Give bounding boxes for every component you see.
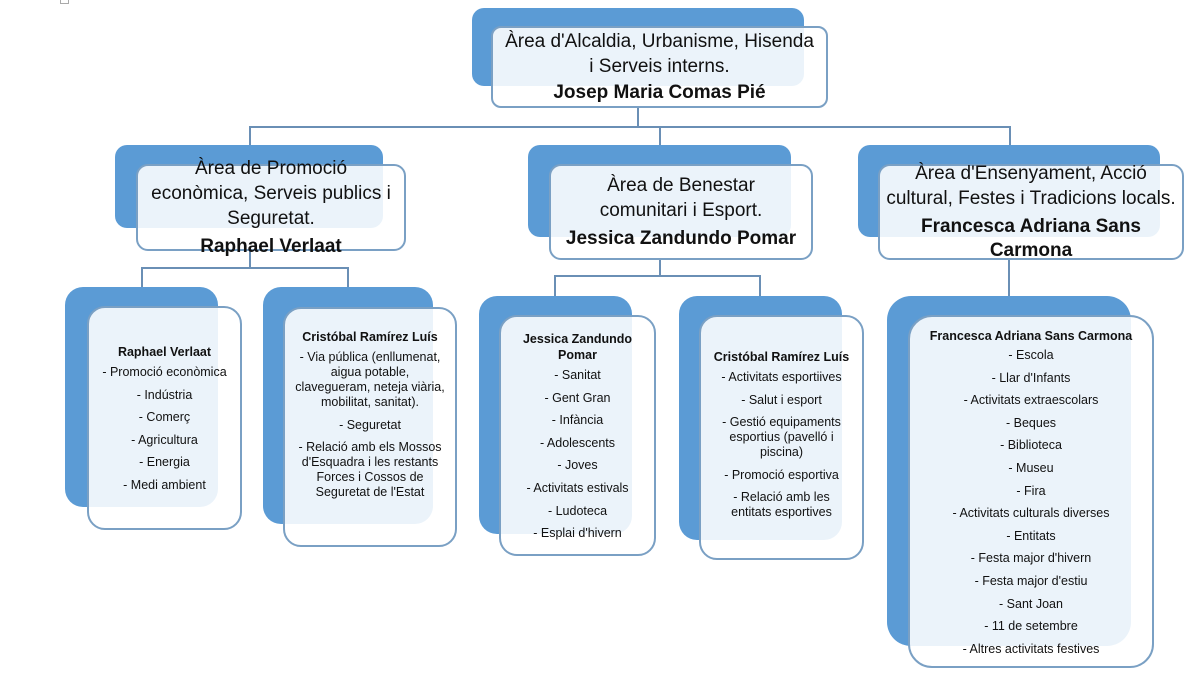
- list-item: - Gent Gran: [544, 390, 611, 405]
- list-item: - Promoció esportiva: [724, 467, 839, 482]
- list-item: - Esplai d'hivern: [533, 526, 622, 541]
- list-item: - Joves: [557, 458, 598, 473]
- connector-area2-bar: [554, 275, 761, 277]
- list-item: - Activitats extraescolars: [963, 393, 1099, 408]
- area-1-title: Àrea de Promoció econòmica, Serveis publ…: [151, 158, 391, 229]
- list-item: - Indústria: [136, 387, 193, 402]
- list-item: - Seguretat: [339, 417, 401, 432]
- list-item: - Festa major d'hivern: [970, 551, 1092, 566]
- list-item: - Festa major d'estiu: [974, 573, 1088, 588]
- list-item: - Activitats esportiives: [721, 370, 842, 384]
- list-item: - Escola: [1008, 348, 1054, 362]
- list-item: - Relació amb els Mossos d'Esquadra i le…: [298, 440, 442, 500]
- list-item: - Altres activitats festives: [962, 641, 1100, 656]
- connector-area1-bar: [141, 267, 349, 269]
- list-item: - Beques: [1005, 415, 1057, 430]
- connector-area3-down: [1008, 260, 1010, 296]
- list-item: - Llar d'Infants: [991, 370, 1071, 385]
- leaf-2a-card: Jessica Zandundo Pomar - Sanitat - Gent …: [499, 315, 656, 556]
- list-item: - 11 de setembre: [984, 619, 1078, 634]
- area-3-card: Àrea d'Ensenyament, Acció cultural, Fest…: [878, 163, 1184, 261]
- connector-level1-bar: [249, 126, 1010, 128]
- root-name: Josep Maria Comas Pié: [553, 82, 766, 103]
- connector-leaf2b-up: [759, 275, 761, 297]
- connector-root-down: [637, 107, 639, 127]
- root-title: Àrea d'Alcaldia, Urbanisme, Hisenda i Se…: [505, 31, 814, 77]
- area-1-name: Raphael Verlaat: [200, 236, 342, 257]
- area-2-card: Àrea de Benestar comunitari i Esport. Je…: [549, 164, 813, 260]
- connector-area3-up: [1009, 126, 1011, 146]
- connector-area1-up: [249, 126, 251, 146]
- placeholder-glyph-icon: [60, 0, 69, 4]
- connector-area2-down: [659, 260, 661, 276]
- leaf-2a-name: Jessica Zandundo Pomar: [522, 332, 633, 362]
- area-3-name: Francesca Adriana Sans Carmona: [920, 216, 1141, 261]
- root-node-card: Àrea d'Alcaldia, Urbanisme, Hisenda i Se…: [491, 26, 828, 108]
- list-item: - Salut i esport: [741, 392, 822, 407]
- leaf-1a-list: - Promoció econòmica - Indústria - Comer…: [102, 365, 226, 501]
- list-item: - Fira: [1016, 483, 1046, 498]
- list-item: - Promoció econòmica: [102, 365, 227, 379]
- leaf-2b-name: Cristóbal Ramírez Luís: [713, 350, 850, 364]
- list-item: - Biblioteca: [1000, 438, 1062, 453]
- leaf-3-name: Francesca Adriana Sans Carmona: [929, 329, 1133, 343]
- leaf-1b-list: - Via pública (enllumenat, aigua potable…: [293, 350, 447, 508]
- area-2-title: Àrea de Benestar comunitari i Esport.: [599, 175, 763, 221]
- area-1-card: Àrea de Promoció econòmica, Serveis publ…: [136, 158, 406, 257]
- list-item: - Adolescents: [539, 435, 616, 450]
- connector-leaf1a-up: [141, 267, 143, 288]
- leaf-1a-name: Raphael Verlaat: [117, 345, 212, 359]
- list-item: - Ludoteca: [547, 503, 608, 518]
- connector-area2-up: [659, 126, 661, 146]
- leaf-1a-card: Raphael Verlaat - Promoció econòmica - I…: [87, 306, 242, 530]
- leaf-3-list: - Escola - Llar d'Infants - Activitats e…: [953, 348, 1110, 664]
- list-item: - Sant Joan: [999, 596, 1063, 611]
- area-2-name: Jessica Zandundo Pomar: [565, 228, 797, 249]
- list-item: - Entitats: [1006, 528, 1056, 543]
- list-item: - Via pública (enllumenat, aigua potable…: [295, 350, 445, 409]
- list-item: - Activitats estivals: [526, 480, 629, 495]
- list-item: - Sanitat: [554, 368, 601, 382]
- list-item: - Infància: [551, 413, 604, 428]
- list-item: - Activitats culturals diverses: [952, 506, 1110, 521]
- list-item: - Agricultura: [131, 432, 198, 447]
- list-item: - Gestió equipaments esportius (pavelló …: [722, 415, 841, 460]
- leaf-3-card: Francesca Adriana Sans Carmona - Escola …: [908, 315, 1154, 668]
- list-item: - Museu: [1008, 460, 1054, 475]
- leaf-2b-list: - Activitats esportiives - Salut i espor…: [717, 370, 847, 528]
- connector-leaf2a-up: [554, 275, 556, 297]
- leaf-1b-name: Cristóbal Ramírez Luís: [302, 330, 438, 344]
- list-item: - Relació amb les entitats esportives: [731, 490, 832, 520]
- leaf-2a-list: - Sanitat - Gent Gran - Infància - Adole…: [526, 368, 628, 549]
- connector-area1-down: [249, 250, 251, 268]
- leaf-1b-card: Cristóbal Ramírez Luís - Via pública (en…: [283, 307, 457, 547]
- area-3-title: Àrea d'Ensenyament, Acció cultural, Fest…: [886, 163, 1176, 209]
- list-item: - Comerç: [138, 410, 191, 425]
- list-item: - Medi ambient: [123, 477, 206, 492]
- list-item: - Energia: [139, 455, 190, 470]
- leaf-2b-card: Cristóbal Ramírez Luís - Activitats espo…: [699, 315, 864, 560]
- connector-leaf1b-up: [347, 267, 349, 288]
